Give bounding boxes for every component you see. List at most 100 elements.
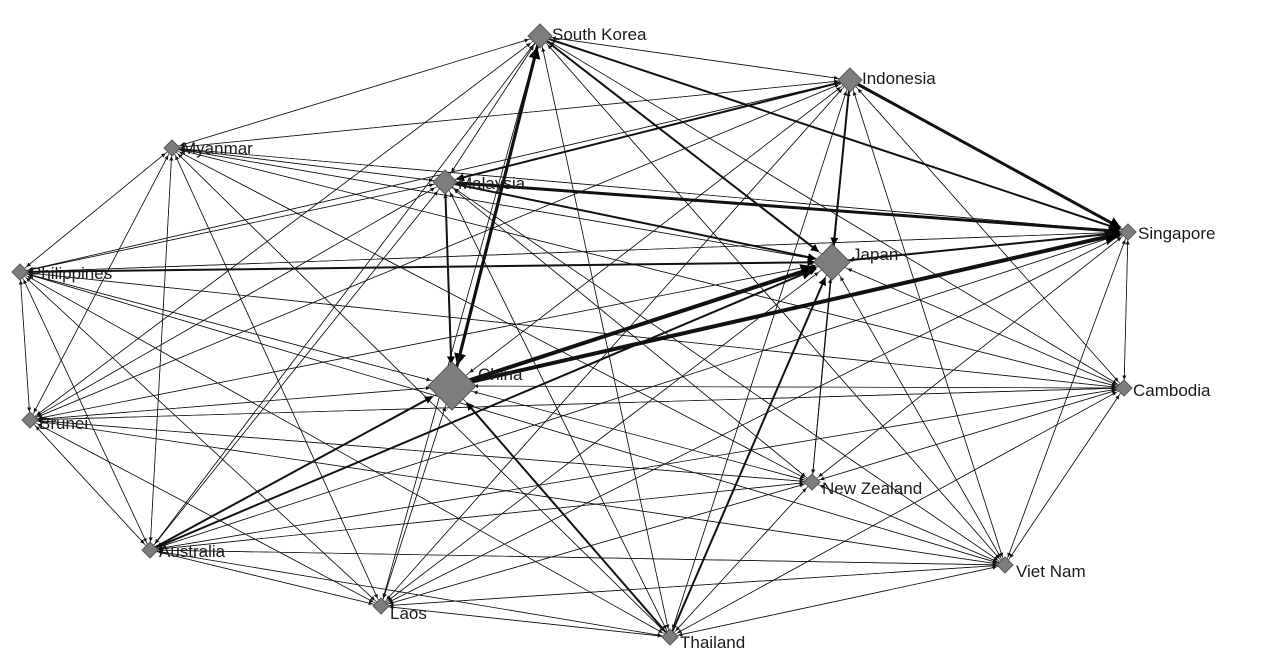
edge-new-zealand-to-myanmar — [179, 151, 813, 483]
node-label-indonesia: Indonesia — [862, 69, 936, 88]
edge-new-zealand-to-malaysia — [454, 189, 813, 483]
edge-indonesia-to-singapore — [849, 78, 1122, 230]
node-label-malaysia: Malaysia — [458, 174, 526, 193]
node-label-thailand: Thailand — [680, 633, 745, 652]
edge-brunei-to-cambodia — [29, 386, 1116, 421]
edge-australia-to-brunei — [35, 426, 151, 551]
edge-viet-nam-to-indonesia — [852, 91, 1006, 566]
edge-philippines-to-indonesia — [19, 81, 839, 273]
edge-thailand-to-japan — [669, 277, 827, 638]
edge-viet-nam-to-malaysia — [454, 188, 1006, 566]
edge-viet-nam-to-brunei — [38, 419, 1006, 566]
edge-singapore-to-myanmar — [180, 147, 1129, 233]
node-label-japan: Japan — [852, 245, 898, 264]
edge-thailand-to-philippines — [27, 276, 671, 638]
node-label-south-korea: South Korea — [552, 25, 647, 44]
edge-viet-nam-to-japan — [840, 276, 1006, 566]
node-china — [427, 361, 477, 411]
edge-philippines-to-japan — [19, 258, 816, 273]
edge-viet-nam-to-south-korea — [547, 44, 1006, 566]
edge-australia-to-singapore — [149, 233, 1121, 551]
edge-china-to-indonesia — [451, 87, 841, 387]
edge-thailand-to-indonesia — [669, 91, 848, 638]
node-laos — [372, 597, 390, 615]
node-label-philippines: Philippines — [30, 264, 112, 283]
edges-layer — [18, 35, 1130, 638]
edge-cambodia-to-myanmar — [180, 149, 1125, 389]
node-japan — [813, 243, 851, 281]
node-singapore — [1119, 223, 1137, 241]
node-label-viet-nam: Viet Nam — [1016, 562, 1086, 581]
edge-malaysia-to-singapore — [444, 180, 1121, 237]
edge-china-to-japan — [451, 264, 818, 388]
node-label-singapore: Singapore — [1138, 224, 1216, 243]
node-label-brunei: Brunei — [39, 414, 88, 433]
edge-malaysia-to-myanmar — [180, 147, 446, 183]
edge-malaysia-to-south-korea — [444, 45, 534, 183]
edge-thailand-to-china — [465, 402, 671, 638]
edge-china-to-philippines — [28, 273, 453, 387]
node-label-china: China — [478, 365, 523, 384]
edge-philippines-to-singapore — [19, 230, 1120, 273]
node-cambodia — [1115, 379, 1133, 397]
edge-laos-to-singapore — [380, 235, 1121, 607]
edge-thailand-to-new-zealand — [669, 488, 807, 638]
edge-indonesia-to-south-korea — [551, 36, 851, 81]
node-australia — [141, 541, 159, 559]
edge-australia-to-myanmar — [149, 156, 174, 551]
edge-philippines-to-myanmar — [19, 153, 166, 273]
edge-laos-to-china — [380, 406, 446, 607]
edge-malaysia-to-china — [444, 181, 455, 365]
node-label-laos: Laos — [390, 604, 427, 623]
edge-brunei-to-malaysia — [29, 187, 435, 421]
edge-laos-to-viet-nam — [380, 563, 997, 607]
edge-indonesia-to-malaysia — [456, 79, 851, 182]
edge-viet-nam-to-australia — [158, 548, 1006, 566]
node-new-zealand — [803, 473, 821, 491]
node-indonesia — [837, 67, 863, 93]
edge-brunei-to-philippines — [18, 280, 31, 421]
edge-new-zealand-to-singapore — [811, 237, 1122, 483]
edge-malaysia-to-japan — [444, 181, 816, 261]
node-label-cambodia: Cambodia — [1133, 381, 1211, 400]
labels-layer: South Korea Indonesia Myanmar Malaysia S… — [30, 25, 1216, 652]
edge-new-zealand-to-china — [473, 390, 813, 483]
edge-japan-to-singapore — [831, 229, 1121, 263]
edge-thailand-to-south-korea — [541, 47, 671, 638]
edge-cambodia-to-china — [473, 383, 1125, 389]
edge-viet-nam-to-singapore — [1004, 239, 1126, 566]
edge-thailand-to-cambodia — [669, 391, 1117, 638]
edge-thailand-to-australia — [158, 550, 671, 638]
edge-viet-nam-to-cambodia — [1004, 394, 1120, 566]
edge-indonesia-to-japan — [830, 79, 851, 246]
edge-brunei-to-myanmar — [29, 155, 169, 421]
edge-thailand-to-myanmar — [177, 153, 671, 638]
node-label-myanmar: Myanmar — [182, 139, 253, 158]
edge-laos-to-australia — [158, 550, 382, 607]
edge-australia-to-malaysia — [149, 191, 438, 551]
node-label-new-zealand: New Zealand — [822, 479, 922, 498]
edge-south-korea-to-japan — [539, 35, 819, 253]
edge-laos-to-south-korea — [380, 47, 538, 607]
edge-viet-nam-to-philippines — [28, 273, 1006, 566]
edge-australia-to-cambodia — [149, 387, 1116, 551]
node-south-korea — [527, 23, 553, 49]
nodes-layer — [11, 23, 1137, 646]
edge-philippines-to-malaysia — [19, 183, 434, 273]
edge-laos-to-philippines — [26, 277, 382, 607]
edge-china-to-south-korea — [450, 46, 541, 387]
edge-myanmar-to-indonesia — [171, 79, 839, 149]
node-myanmar — [163, 139, 181, 157]
edge-cambodia-to-singapore — [1123, 240, 1130, 389]
edge-cambodia-to-indonesia — [857, 88, 1125, 389]
node-thailand — [661, 628, 679, 646]
edge-australia-to-south-korea — [149, 45, 533, 551]
node-philippines — [11, 263, 29, 281]
edge-south-korea-to-singapore — [539, 35, 1121, 231]
edge-new-zealand-to-japan — [811, 278, 833, 483]
edge-australia-to-japan — [149, 267, 817, 551]
edge-laos-to-indonesia — [380, 88, 843, 607]
edge-new-zealand-to-brunei — [38, 418, 813, 483]
edge-laos-to-myanmar — [175, 155, 382, 607]
